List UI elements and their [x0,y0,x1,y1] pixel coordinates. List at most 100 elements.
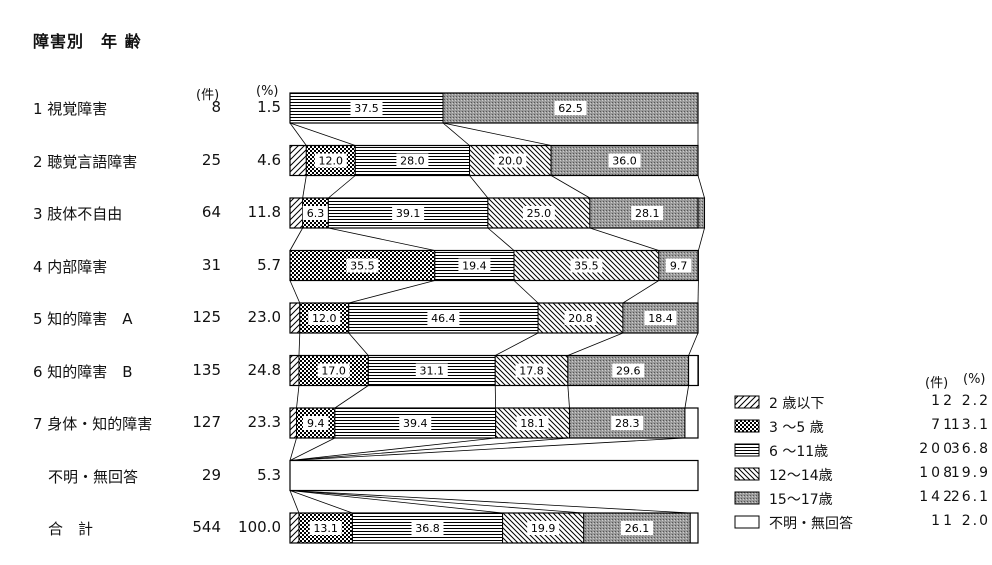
bar-segment [289,407,298,439]
data-label: 13.1 [313,522,338,535]
connector-line [289,122,307,146]
connector-line [289,490,300,514]
data-label-bg [314,153,347,168]
bar-segment [289,355,300,386]
connector-line [495,332,539,356]
bar-frame [289,144,699,177]
row-count: 544 [192,518,221,536]
connector-line [469,175,489,199]
legend-count: 11 [931,513,955,529]
connector-line [589,227,659,251]
data-label: 36.0 [612,155,637,168]
bar-segment [289,145,307,176]
bar-frame [289,512,699,544]
legend-count-unit: (件) [925,376,949,391]
connector-lines [289,122,705,514]
bar-segment [689,512,699,544]
bar-frame [289,302,699,334]
percent-unit-label: (%) [256,84,279,99]
data-label-bg [308,311,341,325]
data-label-bg [644,311,677,325]
data-label-bg [570,258,603,273]
legend-percent: 2.2 [961,393,990,409]
bar-segment [289,302,301,334]
connector-line [442,122,552,146]
data-label-bg [611,416,644,430]
connector-line [697,175,705,199]
row-percent: 23.3 [247,413,281,431]
data-label: 29.6 [616,365,641,378]
data-label-bg [527,521,560,535]
connector-line [328,227,435,251]
legend-label: 不明・無回答 [769,516,853,532]
data-label: 46.4 [431,312,456,325]
data-label-bg [346,258,379,273]
row-label: 3 肢体不自由 [33,205,123,223]
legend-label: 6 ～11歳 [769,444,829,460]
row-count: 127 [192,413,221,431]
row-count: 31 [201,255,221,274]
bar-frame [289,197,699,229]
connector-line [296,385,300,409]
row-count: 125 [192,308,221,326]
data-label-bg [309,521,342,535]
connector-line [684,385,690,409]
data-label: 20.8 [568,312,593,325]
row-percent: 5.3 [257,465,281,484]
data-label-bg [302,416,329,430]
connector-line [487,227,515,251]
connector-line [289,437,297,461]
data-label: 12.0 [319,155,344,168]
row-percent: 23.0 [247,308,281,326]
row-count: 64 [201,203,221,221]
bar-segment [289,512,300,544]
bar-segment [684,407,699,439]
bar-segment [688,355,699,386]
legend-swatch [734,443,760,457]
bar-frame [289,92,699,124]
bar-segment [289,460,699,491]
data-label: 25.0 [527,207,552,220]
bar-frame [289,407,699,439]
legend-count: 142 [919,489,955,505]
legend-count: 71 [931,417,955,433]
connector-line [289,122,356,146]
legend-count: 12 [931,393,955,409]
data-label-bg [665,258,692,273]
row-label: 合 計 [33,520,94,538]
data-label: 19.9 [531,522,556,535]
data-label-bg [494,153,527,168]
connector-line [289,490,584,514]
connector-line [334,385,369,409]
connector-line [348,332,369,356]
data-label-bg [621,521,654,535]
connector-line [328,175,356,199]
row-percent: 100.0 [238,518,281,536]
connector-line [289,437,336,461]
data-label: 28.1 [635,207,660,220]
connector-line [289,437,685,461]
data-label-bg [399,416,432,430]
row-label: 2 聴覚言語障害 [33,152,138,171]
data-label: 18.1 [520,417,545,430]
data-label-bg [396,153,429,168]
connector-line [289,280,301,304]
count-unit-label: (件) [196,88,220,103]
legend-swatch [734,395,760,409]
data-label: 20.0 [498,155,523,168]
data-label: 31.1 [420,365,445,378]
bar-segment [289,197,304,229]
bar-segment [567,355,690,386]
row-label: 6 知的障害 B [33,362,133,381]
connector-line [289,490,503,514]
data-label: 39.1 [396,207,421,220]
data-label: 19.4 [462,260,487,273]
legend-swatch [734,419,760,433]
data-label: 28.0 [400,155,425,168]
data-label-bg [427,311,460,325]
connector-line [698,227,705,251]
data-label-bg [392,206,425,220]
data-label-bg [302,206,329,220]
row-percent: 1.5 [257,98,281,116]
connector-line [289,437,496,461]
